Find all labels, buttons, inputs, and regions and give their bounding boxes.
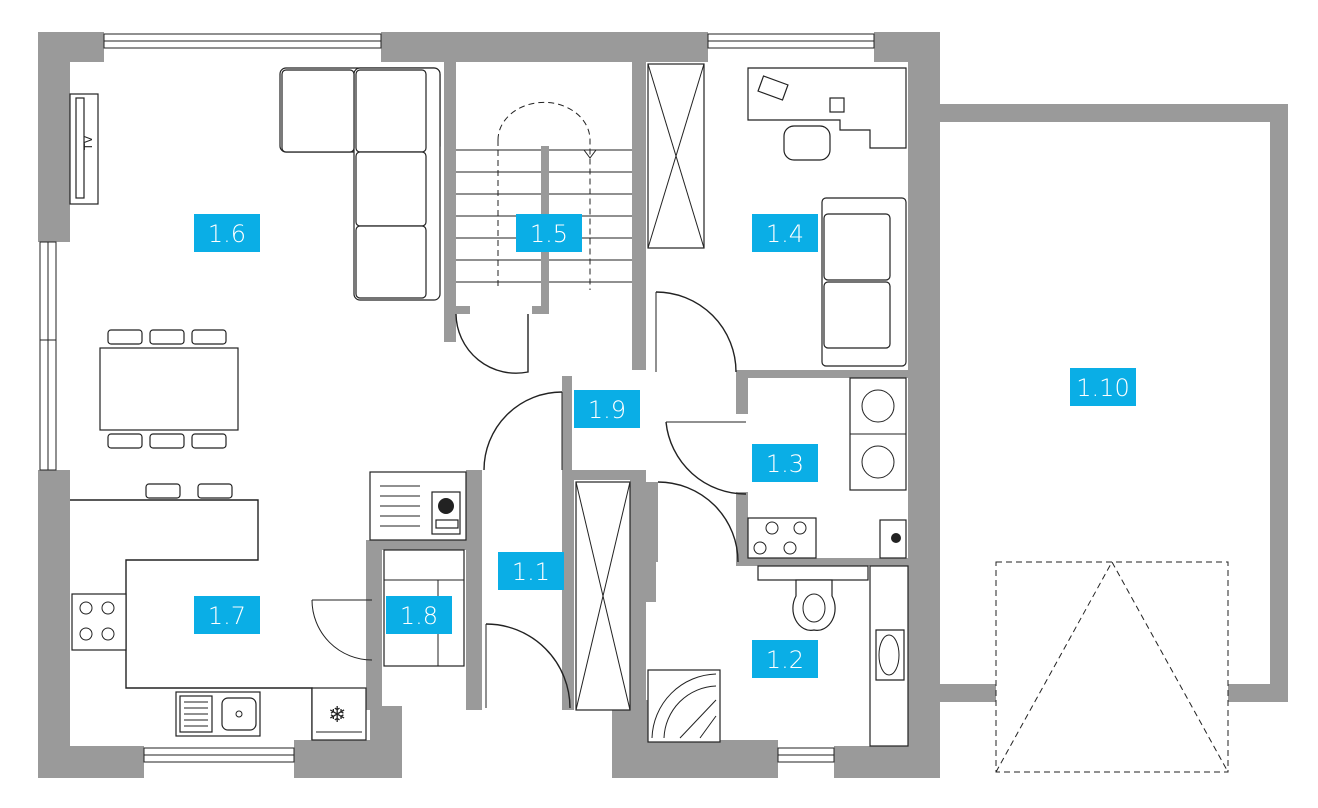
room-label-1-6: 1.6: [194, 214, 260, 252]
room-label-1-9: 1.9: [574, 390, 640, 428]
svg-text:❄: ❄: [328, 703, 346, 728]
kitchen-oven-unit: [369, 471, 467, 541]
room-label-1-7: 1.7: [194, 596, 260, 634]
living-sofa: [279, 67, 441, 301]
room-number: 1.8: [400, 602, 438, 630]
room-number: 1.4: [766, 220, 804, 248]
room-number: 1.7: [208, 602, 246, 630]
kitchen-counter: ❄: [70, 499, 367, 741]
room-number: 1.3: [766, 450, 804, 478]
dining-table: [99, 329, 239, 499]
room-number: 1.1: [512, 558, 550, 586]
room-label-1-1: 1.1: [498, 552, 564, 590]
room-label-1-5: 1.5: [516, 214, 582, 252]
bathroom-fixtures: [647, 481, 909, 747]
room-number: 1.5: [530, 220, 568, 248]
garage-door: [995, 560, 1229, 773]
room-label-1-2: 1.2: [752, 640, 818, 678]
room-label-1-8: 1.8: [386, 596, 452, 634]
tv-label: TV: [82, 135, 95, 151]
room-number: 1.6: [208, 220, 246, 248]
windows: [39, 33, 875, 763]
tv-unit: TV: [69, 93, 99, 205]
room-label-1-10: 1.10: [1070, 368, 1136, 406]
closet-1-4: [647, 63, 705, 249]
walls: [38, 32, 1288, 778]
room-label-1-4: 1.4: [752, 214, 818, 252]
doors: [483, 391, 571, 709]
office-furniture: [655, 67, 907, 373]
room-number: 1.2: [766, 646, 804, 674]
room-label-1-3: 1.3: [752, 444, 818, 482]
room-number: 1.10: [1076, 374, 1129, 402]
room-number: 1.9: [588, 396, 626, 424]
utility-room: [665, 377, 907, 559]
closet-1-1: [575, 481, 631, 711]
